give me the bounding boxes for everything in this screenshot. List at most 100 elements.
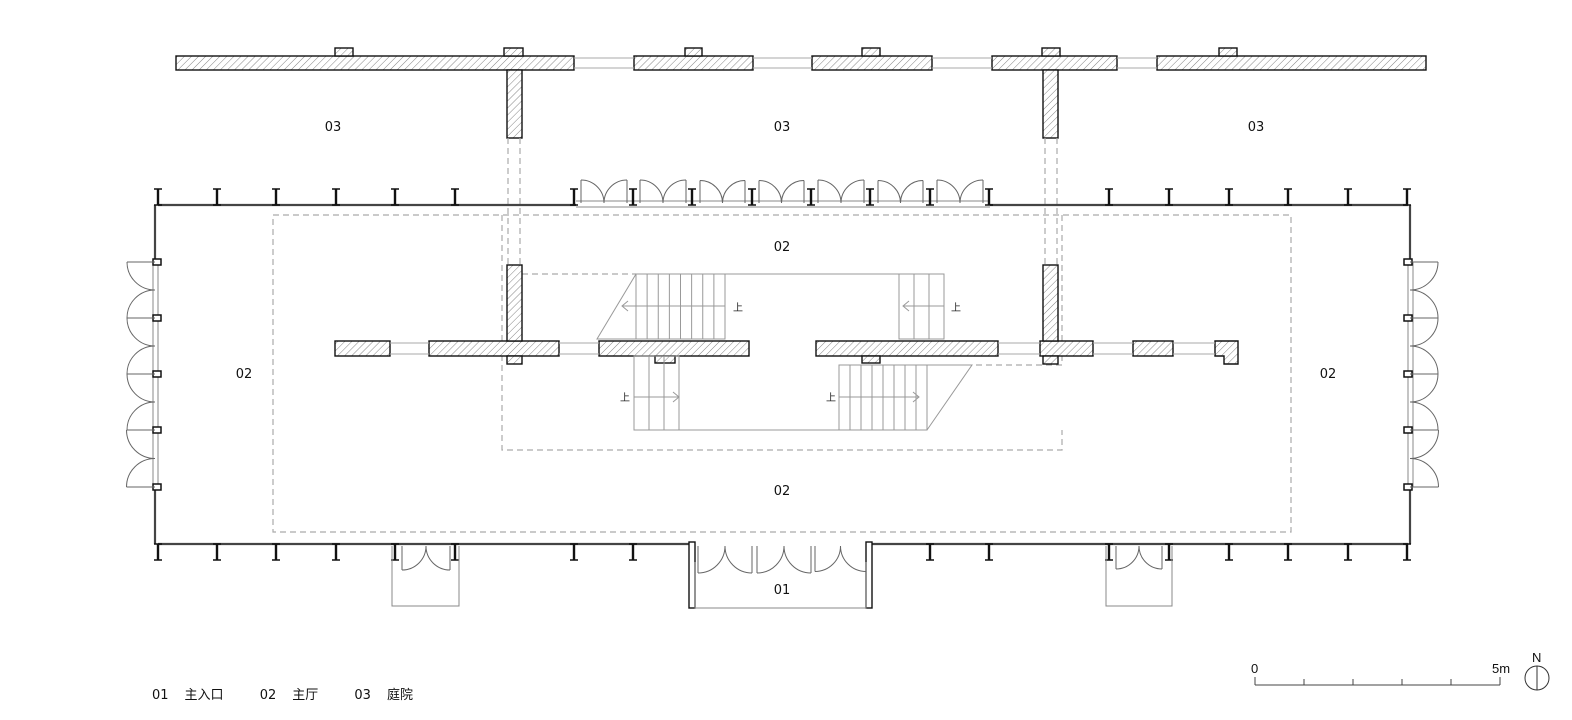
door-swing [639,179,664,204]
room-label-courtyard-east: 03 [1248,120,1265,135]
door-swing [840,179,865,204]
column [1284,543,1292,561]
column [272,543,280,561]
column [1344,188,1352,206]
stair-flight [633,355,680,431]
door-swing [1115,545,1140,570]
stair-up-label: 上 [733,302,743,314]
door-swing [817,179,842,204]
door-swing [126,345,156,375]
north-arrow-icon [1524,665,1550,691]
column [570,188,578,206]
legend-name: 庭院 [386,688,413,703]
double-door [1115,545,1163,570]
room-label-courtyard-west: 03 [325,120,342,135]
double-door [126,429,156,488]
legend-code: 03 [354,688,371,703]
legend: 01 主入口 02 主厅 03 庭院 [152,684,445,703]
door-swing [1138,545,1163,570]
door-swing [126,317,156,347]
stair-direction-arrow [902,300,910,312]
legend-item: 03 庭院 [354,684,429,703]
door-swing [401,545,427,571]
stair-flight [596,273,726,340]
room-label-courtyard-center: 03 [774,120,791,135]
main-entrance [688,541,873,609]
double-door [580,179,628,204]
double-door [126,373,156,431]
column [213,188,221,206]
double-door [126,261,156,319]
column [629,188,637,206]
double-door [699,180,746,204]
doors [126,179,1439,574]
room-label-hall-south: 02 [774,484,791,499]
stair-direction-arrow [912,391,920,403]
double-door [758,180,805,204]
door-swing [126,373,156,403]
legend-name: 主入口 [184,688,224,703]
room-label-hall-east: 02 [1320,367,1337,382]
column [1225,543,1233,561]
column [272,188,280,206]
courtyard-wall [175,47,1427,139]
column [1225,188,1233,206]
door-swing [603,179,628,204]
door-swing [699,180,723,204]
door-swing [722,180,746,204]
door-swing [900,180,924,204]
legend-code: 01 [152,688,169,703]
double-door [817,179,865,204]
door-swing [662,179,687,204]
stair-up-label: 上 [951,302,961,314]
door-swing [126,458,156,488]
door-swing [126,261,156,291]
door-swing [840,545,867,572]
door-swing [126,289,156,319]
scale-bar-start-label: 0 [1251,661,1258,676]
courtyard-openings [574,57,1157,69]
column [391,188,399,206]
double-door [877,180,924,204]
legend-code: 02 [259,688,277,703]
door-swing [126,429,156,459]
door-swing [1409,401,1439,431]
double-door [1409,261,1439,319]
legend-item: 01 主入口 [152,684,240,703]
door-swing [697,545,726,574]
door-swing [936,179,961,204]
column [154,188,162,206]
core-openings [390,342,1215,355]
column [1344,543,1352,561]
scale-bar-end-label: 5m [1492,661,1510,676]
door-swing [580,179,605,204]
door-swing [1409,317,1439,347]
legend-name: 主厅 [292,688,319,703]
column [332,543,340,561]
scale-bar [1254,677,1501,686]
north-label: N [1532,650,1541,665]
column [926,543,934,561]
column [570,543,578,561]
column [1105,188,1113,206]
column [1284,188,1292,206]
double-door [401,545,451,571]
stair-landing [926,364,973,431]
double-door [1409,373,1439,431]
column [866,188,874,206]
column [1165,188,1173,206]
column [451,188,459,206]
door-swing [724,545,753,574]
double-door [697,545,753,574]
column [332,188,340,206]
core-walls [334,264,1239,365]
double-door [756,545,812,574]
stair-flight [725,273,945,340]
door-swing [959,179,984,204]
door-swing [1409,261,1439,291]
legend-item: 02 主厅 [260,684,335,703]
column [213,543,221,561]
column [629,543,637,561]
door-swing [1409,345,1439,375]
